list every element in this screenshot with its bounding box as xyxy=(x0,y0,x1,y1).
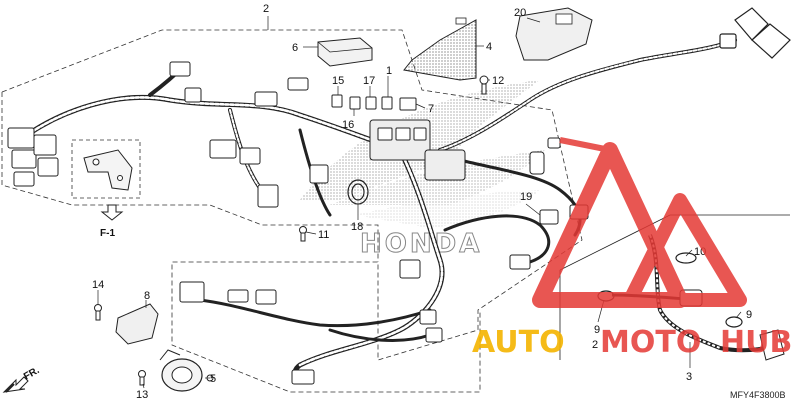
lower-connectors xyxy=(179,281,443,385)
callout-c2b: 2 xyxy=(592,339,598,351)
wire-harness-main xyxy=(17,38,737,384)
callout-c17: 17 xyxy=(363,75,375,87)
callout-c11: 11 xyxy=(318,229,329,241)
bracket-8 xyxy=(94,303,159,345)
callout-c4: 4 xyxy=(486,41,492,53)
callout-c7: 7 xyxy=(428,103,434,115)
watermark-logo xyxy=(532,137,747,308)
pad-4 xyxy=(403,17,477,81)
watermark-word-secondary: MOTO xyxy=(600,325,701,360)
callout-c8: 8 xyxy=(144,290,150,302)
callout-c1: 1 xyxy=(386,65,392,77)
right-connectors xyxy=(399,137,589,279)
callout-c3: 3 xyxy=(686,371,692,383)
leader-lines xyxy=(97,16,742,389)
watermark-word-tertiary: HUB xyxy=(720,325,792,360)
callout-c18: 18 xyxy=(351,221,363,233)
front-direction-arrow xyxy=(2,376,29,393)
callout-c13: 13 xyxy=(136,389,148,401)
callout-c2a: 2 xyxy=(263,3,269,15)
group-outline-main xyxy=(1,29,583,393)
callout-labels: 2 20 6 4 1 15 17 12 7 16 19 11 18 10 14 … xyxy=(92,3,752,401)
callout-c5: 5 xyxy=(210,373,216,385)
callout-c9a: 9 xyxy=(594,324,600,336)
bolt-13 xyxy=(138,370,146,386)
watermark-word-primary: AUTO xyxy=(472,325,565,360)
diagram-code: MFY4F3800B xyxy=(730,390,786,400)
fuse-box-6 xyxy=(317,37,373,67)
callout-c15: 15 xyxy=(332,75,344,87)
center-connectors xyxy=(209,77,466,208)
bolt-12 xyxy=(479,75,489,95)
callout-c6: 6 xyxy=(292,42,298,54)
subview-label: F-1 xyxy=(100,228,115,239)
callout-c14: 14 xyxy=(92,279,104,291)
callout-c12: 12 xyxy=(492,75,504,87)
bolt-11 xyxy=(299,226,307,242)
callout-c16: 16 xyxy=(342,119,354,131)
callout-c19: 19 xyxy=(520,191,532,203)
front-direction-label: FR. xyxy=(22,365,42,383)
left-connector-cluster xyxy=(7,61,202,187)
subview-f1-box xyxy=(71,139,141,221)
relay-row xyxy=(331,94,417,111)
horn-5 xyxy=(159,349,214,392)
callout-c20: 20 xyxy=(514,7,526,19)
clamp-18 xyxy=(347,179,369,205)
callout-c9b: 9 xyxy=(746,309,752,321)
honda-brand-text: HONDA xyxy=(360,229,482,259)
upper-right-connector xyxy=(719,7,791,59)
cover-bracket-20 xyxy=(515,7,593,61)
